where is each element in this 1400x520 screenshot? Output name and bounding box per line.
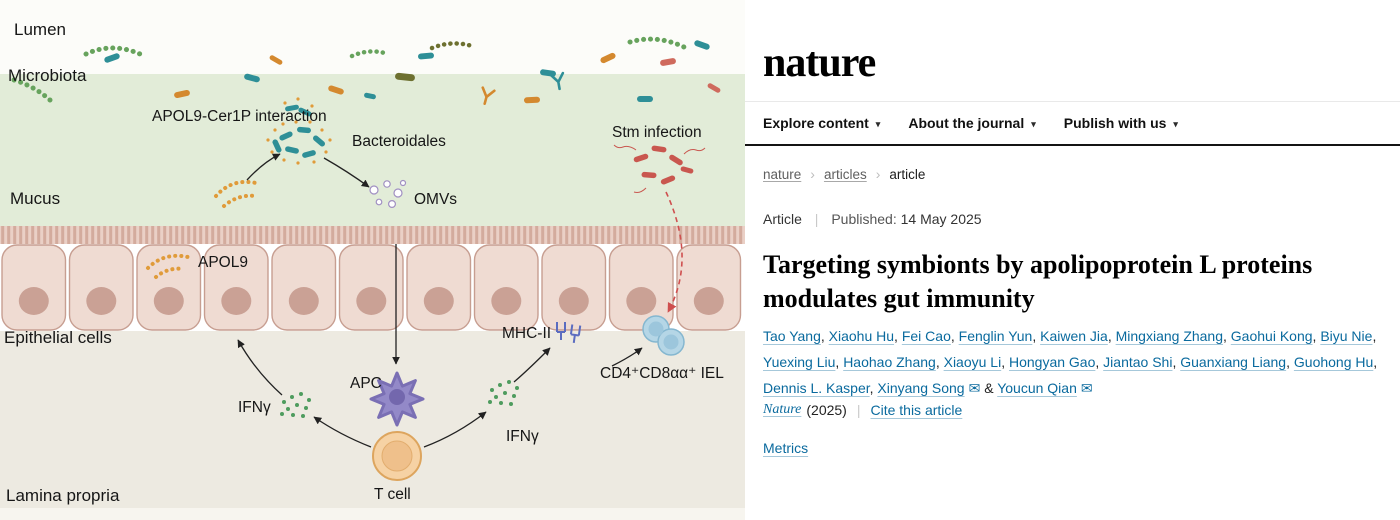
ifng-dots-right [488, 380, 519, 406]
label-apol9-cer1p: APOL9-Cer1P interaction [152, 108, 327, 125]
article-title: Targeting symbionts by apolipoprotein L … [763, 250, 1313, 314]
author-link[interactable]: Guohong Hu [1293, 354, 1374, 370]
nav-label: Explore content [763, 115, 869, 131]
label-iel: CD4⁺CD8αα⁺ IEL [600, 365, 724, 382]
mhc-ii-icons [556, 322, 582, 343]
cite-article-link[interactable]: Cite this article [870, 402, 963, 418]
label-bacteroidales: Bacteroidales [352, 133, 446, 150]
author-link[interactable]: Dennis L. Kasper [763, 380, 870, 396]
ifng-dots-left [280, 392, 311, 418]
label-epithelial-cells: Epithelial cells [4, 328, 112, 347]
nav-label: About the journal [908, 115, 1025, 131]
antibody-icon [549, 71, 565, 91]
author-link[interactable]: Kaiwen Jia [1040, 328, 1108, 344]
author-link[interactable]: Guanxiang Liang [1180, 354, 1287, 370]
author-link[interactable]: Tao Yang [763, 328, 821, 344]
published-label: Published: [831, 211, 897, 227]
label-stm-infection: Stm infection [612, 124, 702, 141]
label-mucus: Mucus [10, 189, 61, 208]
label-t-cell: T cell [374, 486, 411, 503]
nav-explore-content[interactable]: Explore content ▾ [763, 115, 880, 131]
label-ifng-right: IFNγ [506, 428, 539, 445]
label-microbiota: Microbiota [8, 66, 87, 85]
label-lumen: Lumen [14, 20, 66, 39]
bacteroidales-cluster [266, 97, 332, 165]
nature-logo[interactable]: nature [763, 40, 876, 86]
epithelial-layer [0, 226, 745, 331]
author-link[interactable]: Youcun Qian [997, 380, 1077, 396]
omv-vesicles [369, 179, 407, 209]
figure-arrows [237, 153, 643, 448]
stm-infection-arrow [665, 191, 683, 313]
author-link[interactable]: Gaohui Kong [1230, 328, 1313, 344]
journal-line: Nature (2025) | Cite this article [763, 402, 962, 418]
author-link[interactable]: Fenglin Yun [958, 328, 1033, 344]
divider: | [856, 402, 861, 418]
article-type: Article [763, 211, 802, 227]
apol9-dots [146, 179, 258, 279]
article-meta: Article | Published: 14 May 2025 [763, 211, 982, 227]
divider: | [814, 211, 819, 227]
antibody-icon [481, 86, 496, 105]
chevron-down-icon: ▾ [875, 118, 881, 129]
label-ifng-left: IFNγ [238, 399, 271, 416]
envelope-icon[interactable]: ✉ [1080, 380, 1093, 396]
stm-bacteria [613, 144, 706, 193]
t-cell [372, 431, 422, 481]
nav-about-journal[interactable]: About the journal ▾ [908, 115, 1035, 131]
chevron-down-icon: ▾ [1031, 118, 1036, 129]
author-list: Tao Yang, Xiaohu Hu, Fei Cao, Fenglin Yu… [763, 328, 1378, 396]
author-link[interactable]: Jiantao Shi [1103, 354, 1173, 370]
site-nav: Explore content ▾ About the journal ▾ Pu… [745, 101, 1400, 146]
article-panel: nature Explore content ▾ About the journ… [745, 0, 1400, 520]
author-link[interactable]: Haohao Zhang [843, 354, 936, 370]
microbiota-bacteria [11, 36, 721, 105]
metrics-link[interactable]: Metrics [763, 440, 809, 456]
apc-cell [369, 371, 425, 427]
breadcrumb-link-articles[interactable]: articles [823, 166, 867, 182]
journal-link[interactable]: Nature [763, 402, 802, 417]
published-date-value: 14 May 2025 [900, 211, 982, 227]
chevron-right-icon: › [810, 166, 815, 182]
author-link[interactable]: Hongyan Gao [1008, 354, 1096, 370]
author-link[interactable]: Xiaoyu Li [943, 354, 1002, 370]
author-link[interactable]: Biyu Nie [1320, 328, 1373, 344]
label-omvs: OMVs [414, 191, 458, 208]
chevron-right-icon: › [875, 166, 881, 182]
nav-label: Publish with us [1063, 115, 1167, 131]
label-mhc-ii: MHC-II [502, 325, 552, 342]
figure-canvas [0, 36, 745, 520]
label-apol9: APOL9 [198, 254, 248, 271]
author-link[interactable]: Mingxiang Zhang [1115, 328, 1224, 344]
author-link[interactable]: Xinyang Song [877, 380, 965, 396]
label-apc: APC [350, 375, 382, 392]
author-link[interactable]: Xiaohu Hu [828, 328, 895, 344]
figure-backgrounds [0, 74, 745, 520]
label-lamina-propria: Lamina propria [6, 486, 120, 505]
breadcrumb-current: article [889, 166, 926, 182]
envelope-icon[interactable]: ✉ [968, 380, 981, 396]
gut-immunity-figure: Lumen Microbiota APOL9-Cer1P interaction… [0, 20, 745, 520]
author-link[interactable]: Yuexing Liu [763, 354, 836, 370]
journal-year: (2025) [806, 402, 847, 418]
breadcrumb-link-nature[interactable]: nature [763, 166, 802, 182]
author-link[interactable]: Fei Cao [901, 328, 951, 344]
nav-publish-with-us[interactable]: Publish with us ▾ [1064, 115, 1178, 131]
iel-cells [642, 315, 685, 356]
chevron-down-icon: ▾ [1173, 118, 1178, 129]
breadcrumb: nature › articles › article [763, 166, 925, 182]
